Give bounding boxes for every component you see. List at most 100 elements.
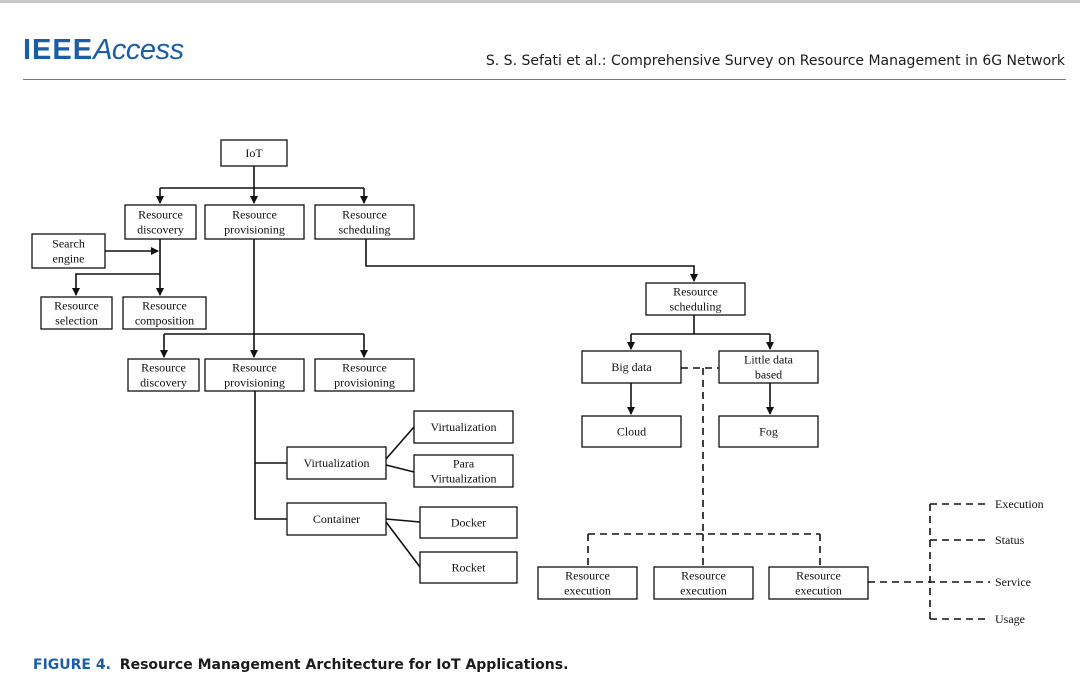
node-box — [204, 204, 305, 240]
node-label: Resource — [673, 285, 718, 299]
node-box — [718, 350, 819, 384]
node-label: provisioning — [224, 223, 285, 237]
node-virtualization-main: Virtualization — [286, 446, 387, 480]
connector-docker — [385, 518, 421, 523]
node-label: based — [755, 368, 782, 382]
node-box — [40, 296, 113, 330]
node-label: execution — [680, 584, 727, 598]
node-label: Search — [52, 237, 85, 251]
node-label: Resource — [54, 299, 99, 313]
node-label: Para — [453, 457, 475, 471]
node-label: Virtualization — [431, 420, 497, 434]
node-box — [286, 446, 387, 480]
connector-virt-sub — [385, 426, 415, 460]
node-label: Resource — [141, 361, 186, 375]
node-label: engine — [53, 252, 85, 266]
node-label: Virtualization — [304, 456, 370, 470]
node-box — [581, 415, 682, 448]
node-virtualization-sub: Virtualization — [413, 410, 514, 444]
node-label: provisioning — [224, 376, 285, 390]
node-label: Docker — [451, 516, 486, 530]
node-box — [31, 233, 106, 269]
node-label: Resource — [232, 208, 277, 222]
node-box — [768, 566, 869, 600]
node-label: Resource — [342, 208, 387, 222]
node-rocket: Rocket — [419, 551, 518, 584]
node-label: discovery — [140, 376, 187, 390]
execution-label-execution: Execution — [995, 497, 1044, 511]
node-label: Resource — [681, 569, 726, 583]
node-label: Big data — [611, 360, 652, 374]
node-label: execution — [564, 584, 611, 598]
node-label: Rocket — [452, 561, 487, 575]
node-label: Fog — [759, 425, 778, 439]
node-fog: Fog — [718, 415, 819, 448]
node-label: composition — [135, 314, 194, 328]
node-box — [220, 139, 288, 167]
node-box — [581, 350, 682, 384]
node-label: Little data — [744, 353, 794, 367]
node-label: Virtualization — [431, 472, 497, 486]
logo-ieee-text: IEEE — [23, 34, 94, 66]
connector-to-container — [254, 391, 287, 520]
node-box — [124, 204, 197, 240]
execution-label-status: Status — [995, 533, 1025, 547]
node-cloud: Cloud — [581, 415, 682, 448]
node-label: Resource — [342, 361, 387, 375]
node-box — [413, 410, 514, 444]
arrow-to-selection — [72, 273, 160, 296]
diagram-edges — [72, 166, 990, 620]
node-label: Resource — [142, 299, 187, 313]
node-label: scheduling — [339, 223, 391, 237]
top-border — [0, 0, 1080, 3]
node-docker: Docker — [419, 506, 518, 539]
node-big-data: Big data — [581, 350, 682, 384]
node-label: IoT — [245, 146, 263, 160]
execution-label-service: Service — [995, 575, 1031, 589]
node-box — [204, 358, 305, 392]
connector-rocket — [385, 521, 421, 568]
diagram-nodes: IoTResourcediscoveryResourceprovisioning… — [31, 139, 869, 600]
node-box — [413, 454, 514, 488]
node-label: scheduling — [670, 300, 722, 314]
node-label: provisioning — [334, 376, 395, 390]
node-box — [537, 566, 638, 600]
node-box — [653, 566, 754, 600]
node-label: selection — [55, 314, 98, 328]
node-box — [419, 551, 518, 584]
node-box — [419, 506, 518, 539]
node-box — [127, 358, 200, 392]
node-label: Resource — [565, 569, 610, 583]
node-label: execution — [795, 584, 842, 598]
node-label: Container — [313, 512, 360, 526]
connector-virt-para — [385, 464, 415, 473]
node-box — [718, 415, 819, 448]
header-rule — [23, 79, 1066, 80]
figure-label: FIGURE 4. — [33, 657, 111, 673]
node-label: Resource — [232, 361, 277, 375]
node-iot: IoT — [220, 139, 288, 167]
node-container: Container — [286, 502, 387, 536]
ieee-access-logo: IEEEAccess — [23, 34, 184, 74]
execution-label-usage: Usage — [995, 612, 1025, 626]
logo-access-text: Access — [93, 34, 184, 66]
node-label: Cloud — [617, 425, 646, 439]
node-box — [122, 296, 207, 330]
